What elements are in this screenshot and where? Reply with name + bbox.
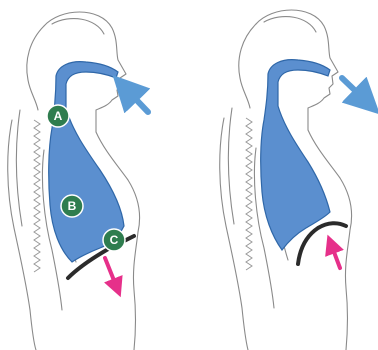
diaphragm-down-arrow <box>105 258 117 288</box>
panel-inhalation: A B C <box>8 12 148 350</box>
label-c-badge: C <box>103 229 125 251</box>
spine-left <box>34 120 40 272</box>
label-c-text: C <box>110 233 119 247</box>
label-b-text: B <box>68 199 77 213</box>
label-a-text: A <box>54 109 63 123</box>
airway-right <box>261 60 330 250</box>
air-out-arrow <box>342 78 367 102</box>
label-b-badge: B <box>61 195 83 217</box>
diaphragm-right <box>298 223 346 264</box>
spine-right <box>246 118 252 270</box>
air-in-arrow <box>125 88 148 112</box>
panel-exhalation <box>220 10 367 350</box>
label-a-badge: A <box>47 105 69 127</box>
diaphragm-up-arrow <box>331 244 340 268</box>
